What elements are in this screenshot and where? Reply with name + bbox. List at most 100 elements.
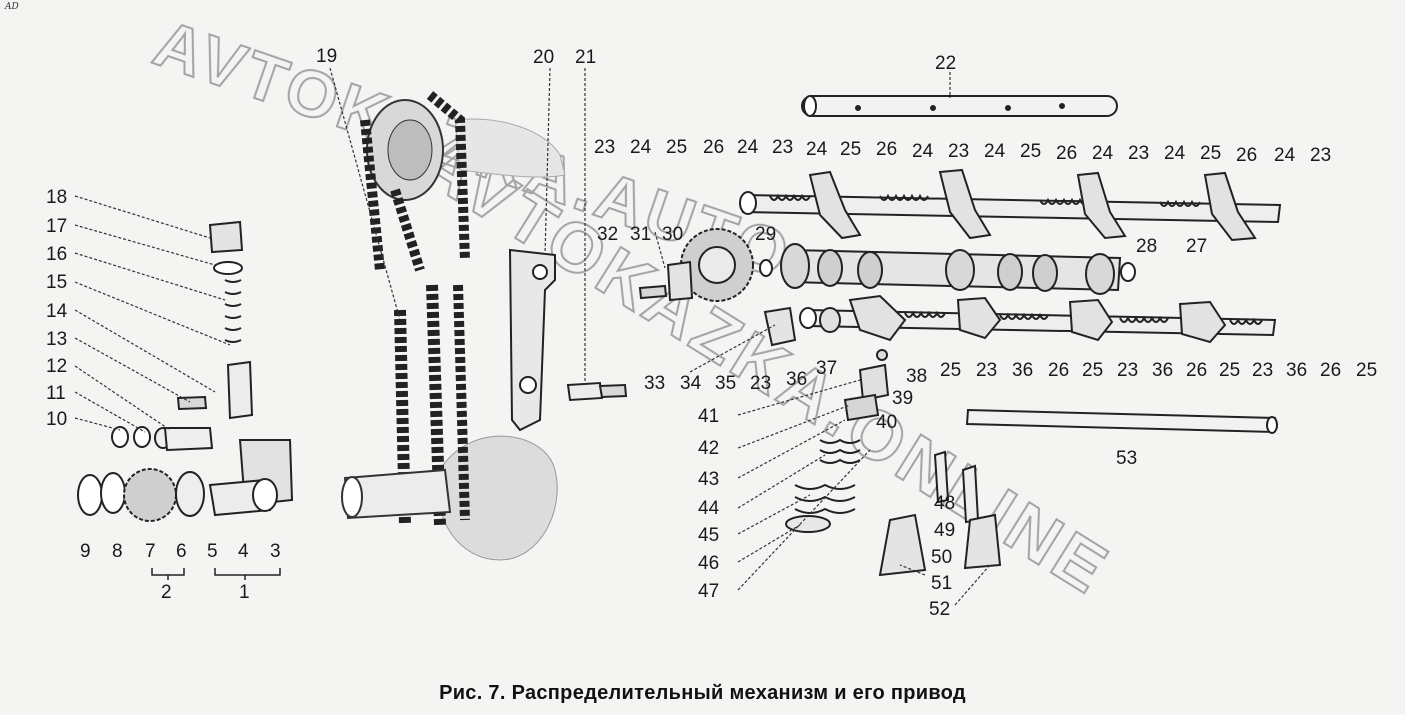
label-24-g: 24 — [1164, 143, 1186, 164]
label-30: 30 — [662, 224, 683, 245]
label-25-g: 25 — [1219, 360, 1240, 381]
label-4: 4 — [238, 541, 249, 562]
label-22: 22 — [935, 53, 956, 74]
label-37: 37 — [816, 358, 837, 379]
group-brackets — [151, 568, 281, 580]
label-14: 14 — [46, 301, 68, 322]
label-10: 10 — [46, 409, 67, 430]
label-26-a: 26 — [703, 137, 724, 158]
label-5: 5 — [207, 541, 218, 562]
label-36-a: 36 — [786, 369, 807, 390]
label-27: 27 — [1186, 236, 1207, 257]
label-26-b: 26 — [876, 139, 897, 160]
figure-caption: Рис. 7. Распределительный механизм и его… — [439, 682, 966, 704]
rocker-shaft-53 — [965, 408, 1278, 434]
label-23-d: 23 — [1128, 143, 1149, 164]
label-6: 6 — [176, 541, 187, 562]
label-26-g: 26 — [1320, 360, 1341, 381]
label-24-b: 24 — [737, 137, 759, 158]
label-28: 28 — [1136, 236, 1157, 257]
label-35: 35 — [715, 373, 736, 394]
valve-parts — [785, 349, 1002, 577]
label-25-f: 25 — [1082, 360, 1103, 381]
label-26-f: 26 — [1186, 360, 1207, 381]
label-20: 20 — [533, 47, 554, 68]
label-46: 46 — [698, 553, 719, 574]
label-29: 29 — [755, 224, 776, 245]
label-26-e: 26 — [1048, 360, 1069, 381]
label-53: 53 — [1116, 448, 1137, 469]
label-23-a: 23 — [594, 137, 615, 158]
label-50: 50 — [931, 547, 952, 568]
timing-chain — [341, 91, 566, 561]
label-25-b: 25 — [840, 139, 861, 160]
label-25-d: 25 — [1200, 143, 1221, 164]
label-42: 42 — [698, 438, 719, 459]
rocker-shaft-22 — [801, 95, 1118, 117]
label-8: 8 — [112, 541, 123, 562]
label-24-e: 24 — [984, 141, 1006, 162]
label-21: 21 — [575, 47, 596, 68]
label-51: 51 — [931, 573, 952, 594]
label-25-h: 25 — [1356, 360, 1377, 381]
label-52: 52 — [929, 599, 950, 620]
label-24-f: 24 — [1092, 143, 1114, 164]
label-23-f: 23 — [750, 373, 771, 394]
label-36-b: 36 — [1012, 360, 1033, 381]
label-26-c: 26 — [1056, 143, 1077, 164]
label-36-d: 36 — [1286, 360, 1307, 381]
label-24-c: 24 — [806, 139, 828, 160]
part-number-labels: 18 17 16 15 14 13 12 11 10 9 8 7 6 5 4 3… — [46, 46, 1377, 620]
label-11: 11 — [46, 383, 66, 404]
label-19: 19 — [316, 46, 337, 67]
label-41: 41 — [698, 406, 719, 427]
label-18: 18 — [46, 187, 67, 208]
leader-lines — [74, 67, 991, 606]
label-12: 12 — [46, 356, 67, 377]
label-33: 33 — [644, 373, 665, 394]
label-23-b: 23 — [772, 137, 793, 158]
label-23-i: 23 — [1252, 360, 1273, 381]
label-32: 32 — [597, 224, 618, 245]
label-44: 44 — [698, 498, 720, 519]
upper-rocker-assembly — [739, 168, 1282, 242]
label-24-d: 24 — [912, 141, 934, 162]
corner-mark: AD — [5, 2, 19, 12]
label-1: 1 — [239, 582, 250, 603]
stud-21 — [566, 381, 628, 402]
label-2: 2 — [161, 582, 172, 603]
label-7: 7 — [145, 541, 156, 562]
label-36-c: 36 — [1152, 360, 1173, 381]
label-48: 48 — [934, 493, 955, 514]
label-25-c: 25 — [1020, 141, 1041, 162]
label-34: 34 — [680, 373, 702, 394]
label-17: 17 — [46, 216, 67, 237]
label-26-d: 26 — [1236, 145, 1257, 166]
label-40: 40 — [876, 412, 897, 433]
lower-rocker-assembly — [638, 260, 1277, 347]
label-23-h: 23 — [1117, 360, 1138, 381]
label-43: 43 — [698, 469, 719, 490]
chain-guide — [508, 248, 556, 432]
label-49: 49 — [934, 520, 955, 541]
label-23-g: 23 — [976, 360, 997, 381]
label-24-a: 24 — [630, 137, 652, 158]
label-15: 15 — [46, 272, 67, 293]
label-25-a: 25 — [666, 137, 687, 158]
label-25-e: 25 — [940, 360, 961, 381]
label-13: 13 — [46, 329, 67, 350]
label-24-h: 24 — [1274, 145, 1296, 166]
label-31: 31 — [630, 224, 651, 245]
label-23-e: 23 — [1310, 145, 1331, 166]
label-47: 47 — [698, 581, 719, 602]
label-23-c: 23 — [948, 141, 969, 162]
label-16: 16 — [46, 244, 67, 265]
label-9: 9 — [80, 541, 91, 562]
camshaft — [680, 228, 1136, 302]
label-3: 3 — [270, 541, 281, 562]
left-tensioner-parts — [77, 220, 294, 522]
label-45: 45 — [698, 525, 719, 546]
label-38: 38 — [906, 366, 927, 387]
label-39: 39 — [892, 388, 913, 409]
